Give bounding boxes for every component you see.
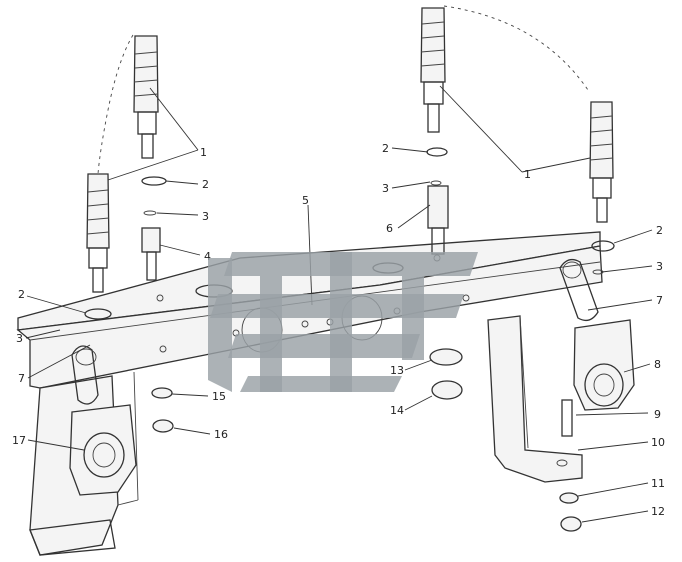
leader-lines (25, 85, 653, 523)
callout-2-beam-left: 2 (18, 288, 25, 301)
callout-3-right: 3 (656, 260, 663, 273)
callout-2-left-washer: 2 (202, 178, 209, 191)
callout-14: 14 (390, 404, 404, 417)
callout-5: 5 (302, 194, 309, 207)
hose-routing-lines (97, 5, 589, 175)
callout-7-left: 7 (18, 372, 25, 385)
callout-16: 16 (214, 428, 228, 441)
watermark-logo (208, 252, 478, 392)
callout-2-center: 2 (382, 142, 389, 155)
callout-2-right: 2 (656, 224, 663, 237)
callout-13: 13 (390, 364, 404, 377)
callout-10: 10 (651, 436, 665, 449)
callout-15: 15 (212, 390, 226, 403)
hose-coupling-right (589, 101, 614, 223)
hose-coupling-top-left (133, 35, 159, 159)
callout-1-right: 1 (524, 168, 531, 181)
callout-11: 11 (651, 477, 665, 490)
callout-labels: 1 1 2 2 2 2 3 3 3 3 4 5 6 7 7 8 9 10 11 … (12, 142, 665, 518)
callout-4: 4 (204, 250, 211, 263)
callout-3-center: 3 (382, 182, 389, 195)
right-support-bracket (487, 315, 583, 483)
hose-coupling-left (86, 173, 110, 293)
callout-8: 8 (654, 358, 661, 371)
callout-3-beam-left: 3 (16, 332, 23, 345)
callout-9: 9 (654, 408, 661, 421)
right-valve-8 (559, 258, 635, 411)
left-valve-17 (69, 345, 137, 496)
callout-7-right: 7 (656, 294, 663, 307)
callout-1-left: 1 (200, 146, 207, 159)
callout-6: 6 (386, 222, 393, 235)
callout-12: 12 (651, 505, 665, 518)
callout-3-left: 3 (202, 210, 209, 223)
hose-coupling-top-center (420, 7, 446, 133)
washers-and-nuts (141, 147, 615, 532)
callout-17: 17 (12, 434, 26, 447)
